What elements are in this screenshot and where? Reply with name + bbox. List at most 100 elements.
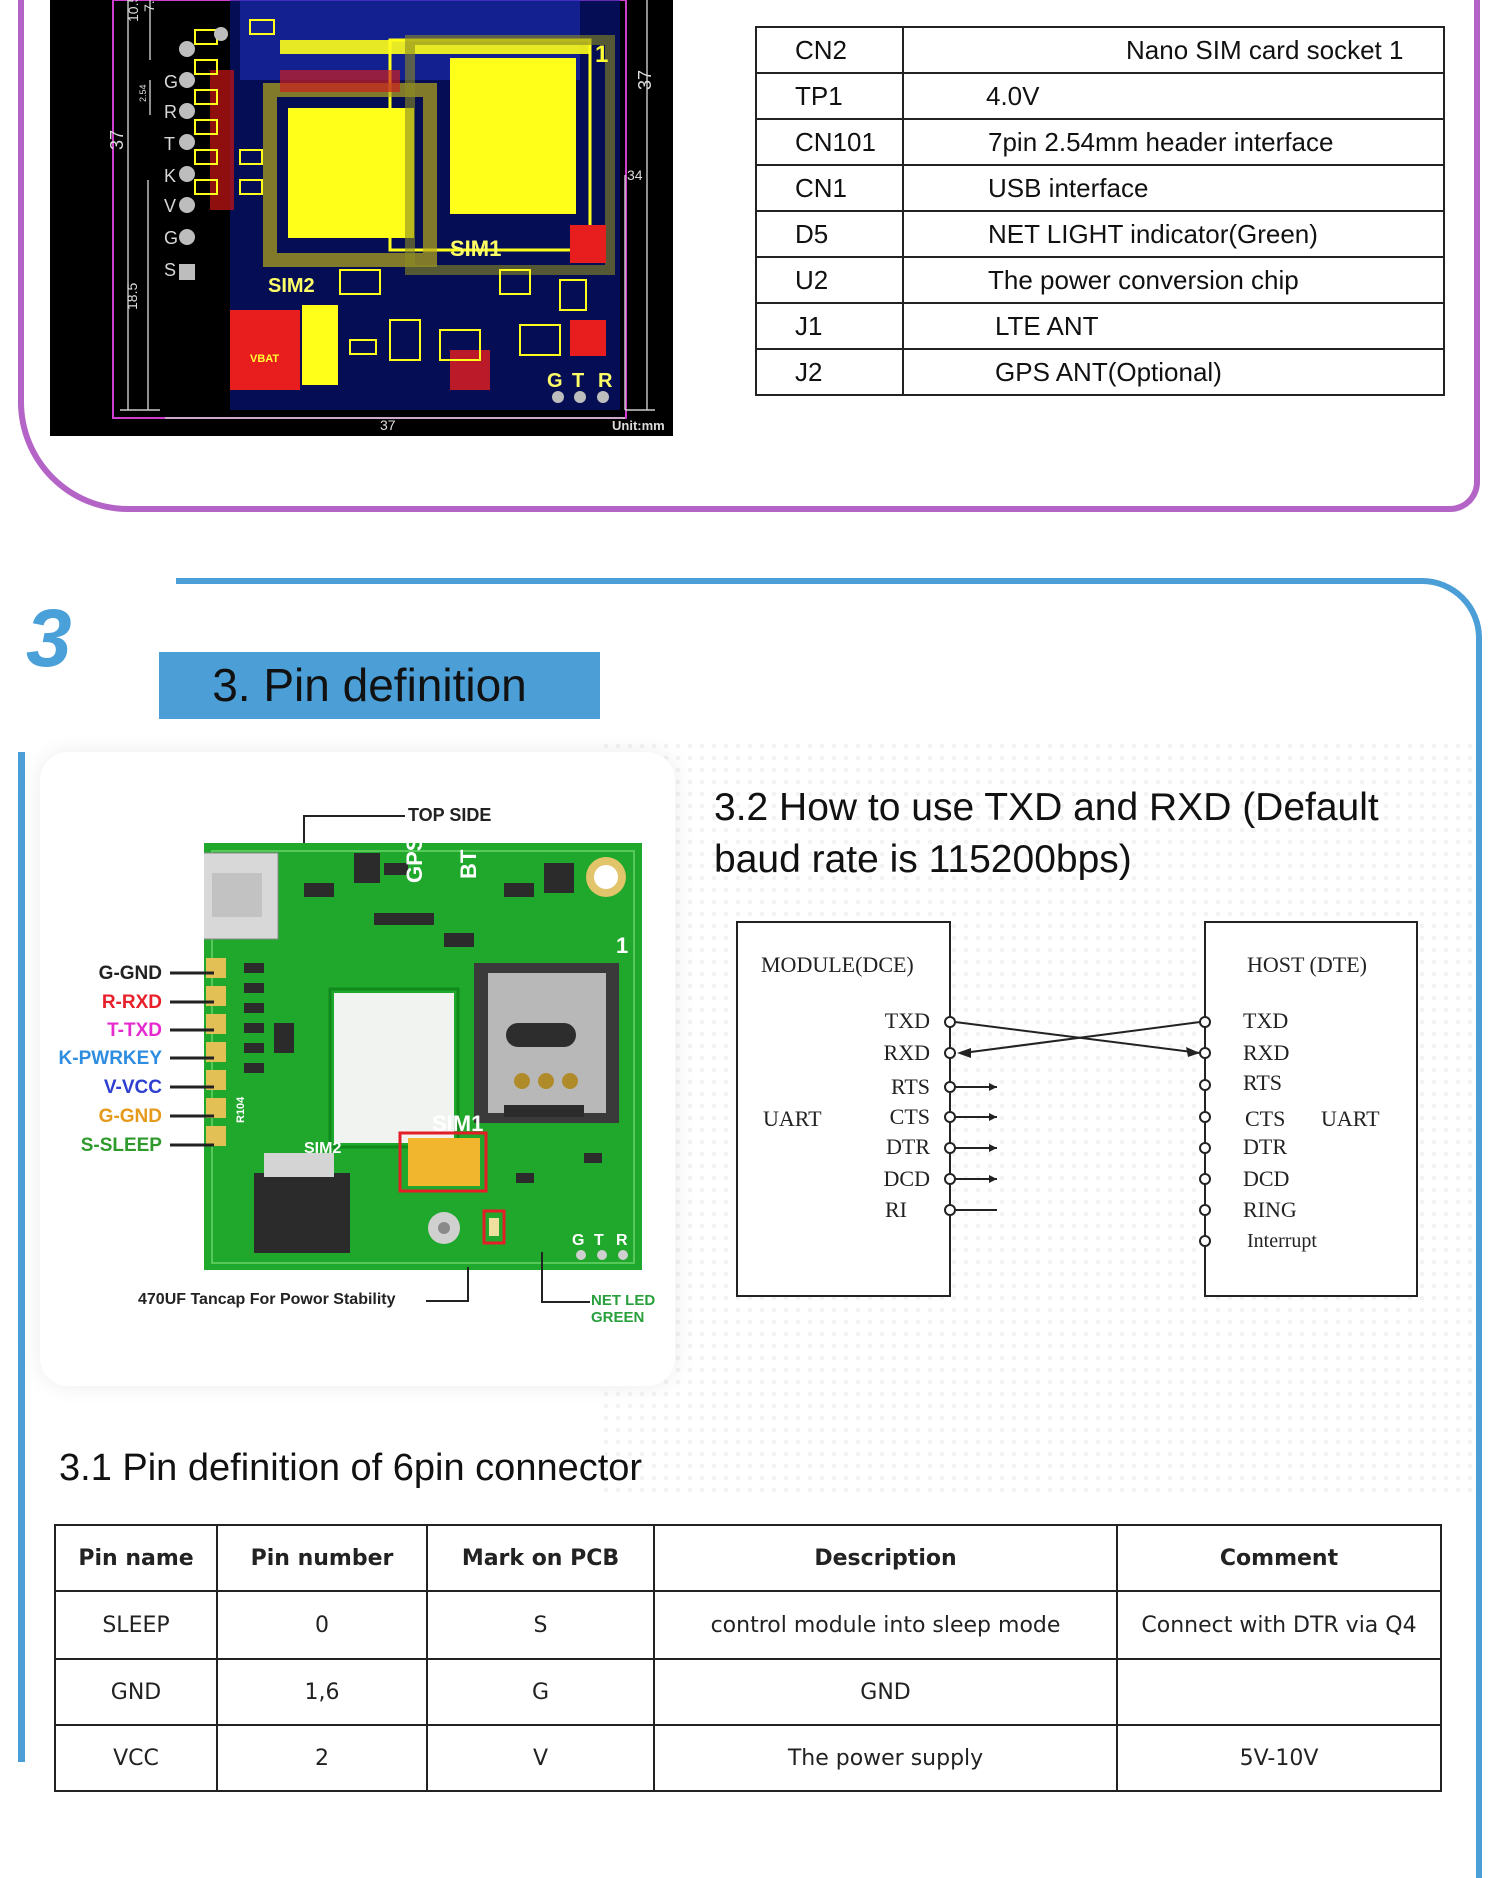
uart-connection-diagram: MODULE(DCE) HOST (DTE) UART UART TXD RXD…	[736, 921, 1418, 1297]
module-pin-dtr: DTR	[886, 1134, 930, 1159]
module-pin-rts: RTS	[891, 1074, 930, 1099]
net-led-line2: GREEN	[591, 1309, 645, 1326]
ref-cell: J1	[755, 302, 904, 350]
top-section-frame	[18, 0, 1480, 512]
host-pin-dtr: DTR	[1243, 1134, 1287, 1159]
col-description: Description	[653, 1524, 1118, 1592]
dim-10-5: 10.5	[125, 0, 141, 22]
svg-text:G: G	[164, 228, 178, 248]
col-pin-number: Pin number	[216, 1524, 428, 1592]
svg-text:K: K	[164, 166, 176, 186]
pin-label-r-rxd: R-RXD	[101, 992, 162, 1013]
desc-cell: NET LIGHT indicator(Green)	[902, 210, 1445, 258]
ref-cell: CN101	[755, 118, 904, 166]
table-header-row: Pin name Pin number Mark on PCB Descript…	[54, 1524, 1442, 1592]
host-pin-rts: RTS	[1243, 1070, 1282, 1095]
host-pin-txd: TXD	[1243, 1008, 1288, 1033]
silk-sim2: SIM2	[304, 1140, 341, 1157]
txd-rxd-heading: 3.2 How to use TXD and RXD (Default baud…	[714, 786, 1379, 881]
pin-leader-lines	[170, 971, 214, 1147]
silk-sim1: SIM1	[432, 1111, 483, 1136]
cell: 5V-10V	[1116, 1724, 1442, 1792]
table-row: VCC 2 V The power supply 5V-10V	[54, 1724, 1442, 1792]
host-pin-dcd: DCD	[1243, 1166, 1289, 1191]
cell: The power supply	[653, 1724, 1118, 1792]
host-pin-interrupt: Interrupt	[1247, 1230, 1317, 1252]
section-number: 3	[26, 593, 72, 684]
svg-text:V: V	[164, 196, 176, 216]
sim1-silk: SIM1	[450, 236, 501, 261]
cell: V	[426, 1724, 655, 1792]
pcb-photo: GPS BT SIM1 SIM2 1 G T R R104	[204, 843, 642, 1270]
pin1-silk: 1	[595, 41, 608, 68]
section-3-frame	[176, 578, 1482, 1878]
desc-cell: Nano SIM card socket 1	[902, 26, 1445, 74]
cell: GND	[653, 1658, 1118, 1726]
pin-table-heading: 3.1 Pin definition of 6pin connector	[59, 1447, 643, 1489]
ref-cell: J2	[755, 348, 904, 396]
desc-cell: 7pin 2.54mm header interface	[902, 118, 1445, 166]
cell: S	[426, 1590, 655, 1660]
pcb-layout-svg: GRT KVG S 10.5 7.2 2.54 37 37 34 18.5 37…	[107, 0, 665, 433]
pin-label-g-gnd: G-GND	[98, 963, 162, 984]
ref-cell: D5	[755, 210, 904, 258]
host-pin-ring: RING	[1243, 1197, 1297, 1222]
pin-label-t-txd: T-TXD	[107, 1020, 162, 1041]
pin-label-k-pwrkey: K-PWRKEY	[58, 1048, 162, 1069]
vbat-silk: VBAT	[250, 353, 279, 365]
pin-label-v-vcc: V-VCC	[103, 1077, 162, 1098]
r-silk: R	[598, 370, 613, 392]
capacitor-note: 470UF Tancap For Powor Stability	[138, 1291, 396, 1308]
col-comment: Comment	[1116, 1524, 1442, 1592]
cell: 2	[216, 1724, 428, 1792]
module-uart-label: UART	[763, 1106, 822, 1131]
dim-18-5: 18.5	[124, 283, 140, 310]
module-pin-rxd: RXD	[884, 1040, 930, 1065]
silk-bt: BT	[456, 849, 481, 879]
ref-cell: TP1	[755, 72, 904, 120]
top-side-label: TOP SIDE	[408, 805, 492, 825]
dim-34: 34	[627, 167, 643, 183]
led-leader	[541, 1252, 590, 1303]
col-pin-name: Pin name	[54, 1524, 218, 1592]
pin-label-s-sleep: S-SLEEP	[80, 1135, 162, 1156]
dim-37-left: 37	[107, 130, 127, 150]
section-3-left-bar	[18, 752, 25, 1762]
silk-t: T	[594, 1232, 604, 1249]
module-pin-dcd: DCD	[884, 1166, 930, 1191]
svg-text:G: G	[164, 72, 178, 92]
desc-cell: The power conversion chip	[902, 256, 1445, 304]
dim-37-bottom: 37	[380, 417, 396, 433]
module-pin-cts: CTS	[890, 1104, 930, 1129]
host-pin-rxd: RXD	[1243, 1040, 1289, 1065]
dim-7-2: 7.2	[141, 0, 157, 12]
net-led-line1: NET LED	[591, 1292, 656, 1309]
cell: Connect with DTR via Q4	[1116, 1590, 1442, 1660]
section-title: 3. Pin definition	[159, 652, 600, 719]
silk-gps: GPS	[402, 843, 427, 883]
net-led-label: NET LED GREEN	[591, 1292, 655, 1326]
dim-37-right: 37	[635, 70, 655, 90]
module-pin-ri: RI	[885, 1197, 907, 1222]
ref-cell: CN1	[755, 164, 904, 212]
silk-g: G	[572, 1232, 584, 1249]
cell: VCC	[54, 1724, 218, 1792]
host-title: HOST (DTE)	[1247, 952, 1367, 977]
svg-text:S: S	[164, 260, 176, 280]
svg-text:T: T	[164, 134, 175, 154]
desc-cell: LTE ANT	[902, 302, 1445, 350]
pin-definition-table: Pin name Pin number Mark on PCB Descript…	[54, 1524, 1442, 1792]
ref-cell: CN2	[755, 26, 904, 74]
table-row: GND 1,6 G GND	[54, 1658, 1442, 1726]
unit-label: Unit:mm	[612, 418, 665, 433]
table-row: SLEEP 0 S control module into sleep mode…	[54, 1590, 1442, 1660]
t-silk: T	[572, 370, 584, 392]
col-mark-on-pcb: Mark on PCB	[426, 1524, 655, 1592]
cell: control module into sleep mode	[653, 1590, 1118, 1660]
